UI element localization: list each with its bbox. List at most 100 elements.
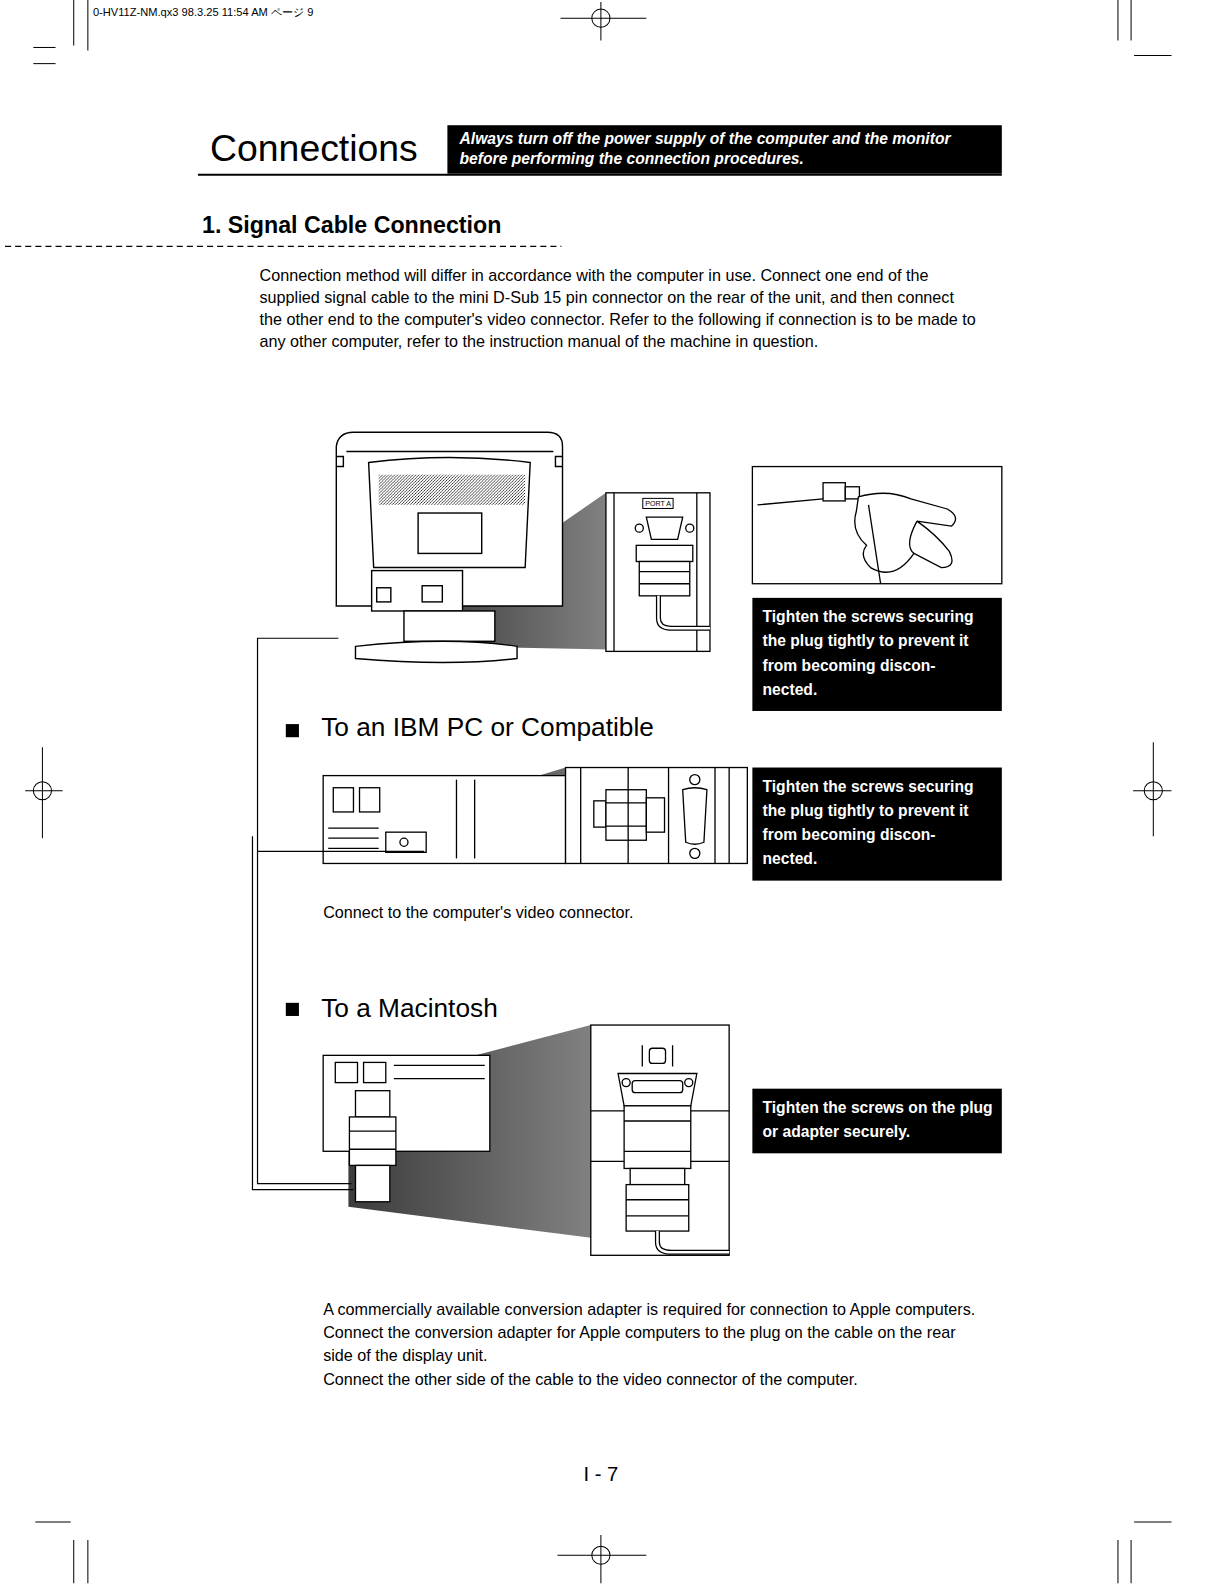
monitor-rear-part bbox=[404, 611, 495, 641]
macintosh-adapter-inset-part bbox=[626, 1185, 689, 1231]
ibm-pc-rear-part bbox=[386, 832, 426, 852]
ibm-port-inset bbox=[566, 768, 748, 864]
ibm-port-inset-part bbox=[606, 825, 646, 826]
ibm-pc-rear-part bbox=[456, 780, 457, 859]
monitor-rear-part bbox=[422, 586, 442, 602]
macintosh-rear-part bbox=[355, 1091, 389, 1117]
file-stamp: 0-HV11Z-NM.qx3 98.3.25 11:54 AM ページ 9 bbox=[93, 5, 314, 19]
macintosh-rear bbox=[323, 1055, 490, 1201]
heading-bullet-part bbox=[286, 1003, 299, 1016]
macintosh-rear-part bbox=[349, 1130, 395, 1131]
ibm-pc-rear-part bbox=[333, 788, 353, 812]
monitor-rear-part bbox=[346, 451, 553, 452]
ibm-port-inset-part bbox=[690, 775, 700, 785]
crop-marks-part bbox=[35, 1521, 70, 1522]
crop-marks-part bbox=[1134, 1521, 1171, 1522]
ibm-port-inset-part bbox=[580, 768, 581, 864]
ibm-port-inset-part bbox=[683, 788, 707, 845]
crop-marks bbox=[33, 0, 1171, 1584]
macintosh-adapter-inset-part bbox=[618, 1074, 697, 1106]
ibm-pc-rear-part bbox=[323, 776, 565, 864]
note-text: Tighten the screws on the plug or adapte… bbox=[762, 1096, 993, 1144]
macintosh-adapter-inset-part bbox=[624, 1151, 691, 1152]
hand-tightening-screw-part bbox=[910, 521, 917, 553]
monitor-rear bbox=[336, 432, 562, 662]
crop-marks-part bbox=[73, 1540, 74, 1583]
ibm-port-inset-part bbox=[646, 798, 664, 832]
macintosh-adapter-inset-part bbox=[642, 1045, 643, 1066]
hand-tightening-screw-part bbox=[869, 505, 881, 584]
monitor-port-inset-part bbox=[639, 583, 689, 584]
ibm-port-inset-part bbox=[714, 768, 715, 864]
monitor-port-inset-part bbox=[636, 545, 693, 561]
macintosh-rear-part bbox=[394, 1065, 485, 1066]
sub-heading: To an IBM PC or Compatible bbox=[321, 711, 654, 743]
crop-marks-part bbox=[1117, 1540, 1118, 1583]
note-box: Tighten the screws on the plug or adapte… bbox=[752, 1089, 1001, 1154]
macintosh-adapter-inset-part bbox=[649, 1048, 665, 1063]
macintosh-adapter-inset-part bbox=[672, 1045, 673, 1066]
ibm-pc-rear-part bbox=[360, 788, 380, 812]
hand-tightening-screw bbox=[752, 467, 1001, 584]
ibm-port-inset-part bbox=[728, 768, 729, 864]
crop-marks-part bbox=[1131, 1540, 1132, 1583]
macintosh-rear-part bbox=[364, 1062, 386, 1082]
monitor-rear-part bbox=[372, 571, 463, 611]
note-box: Tighten the screws securing the plug tig… bbox=[752, 598, 1001, 711]
monitor-port-inset-part bbox=[639, 571, 689, 572]
note-text: Tighten the screws securing the plug tig… bbox=[762, 605, 993, 702]
ibm-port-inset-part bbox=[628, 768, 629, 864]
rule-lines-part bbox=[5, 246, 561, 247]
monitor-rear-part bbox=[336, 456, 343, 466]
page-title: Connections bbox=[210, 126, 418, 170]
body-text: Connect the conversion adapter for Apple… bbox=[323, 1321, 979, 1367]
heading-bullet bbox=[286, 724, 299, 1016]
ibm-pc-rear-part bbox=[400, 838, 408, 846]
ibm-port-inset-part bbox=[594, 801, 606, 827]
body-text: A commercially available conversion adap… bbox=[323, 1298, 979, 1321]
rule-lines-part bbox=[198, 174, 1002, 176]
hand-tightening-screw-part bbox=[823, 483, 845, 501]
macintosh-rear-part bbox=[394, 1078, 485, 1079]
macintosh-rear-part bbox=[349, 1149, 395, 1150]
ibm-pc-rear-part bbox=[328, 848, 378, 849]
monitor-rear-part bbox=[379, 475, 525, 505]
ibm-pc-rear-part bbox=[328, 838, 378, 839]
macintosh-adapter-inset-part bbox=[624, 1120, 691, 1121]
crop-marks-part bbox=[87, 0, 88, 50]
macintosh-adapter-inset-part bbox=[622, 1079, 630, 1087]
monitor-rear-part bbox=[369, 457, 531, 567]
note-box: Tighten the screws securing the plug tig… bbox=[752, 768, 1001, 881]
warning-banner: Always turn off the power supply of the … bbox=[447, 125, 1001, 173]
sub-heading: To a Macintosh bbox=[321, 992, 498, 1024]
registration-marks-part bbox=[600, 1535, 601, 1583]
crop-marks-part bbox=[33, 47, 55, 48]
macintosh-adapter-inset-part bbox=[685, 1079, 693, 1087]
body-text: Connect to the computer's video connecto… bbox=[323, 902, 848, 924]
heading-bullet-part bbox=[286, 724, 299, 737]
crop-marks-part bbox=[1131, 0, 1132, 40]
monitor-rear-part bbox=[418, 513, 482, 553]
registration-marks-part bbox=[42, 747, 43, 838]
registration-marks bbox=[25, 2, 1171, 1584]
note-text: Always turn off the power supply of the … bbox=[460, 129, 990, 167]
registration-marks-part bbox=[560, 18, 646, 19]
registration-marks-part bbox=[557, 1555, 646, 1556]
macintosh-rear-part bbox=[335, 1062, 357, 1082]
ibm-port-inset-part bbox=[606, 802, 646, 803]
macintosh-adapter-inset-part bbox=[632, 1081, 682, 1093]
macintosh-rear-part bbox=[349, 1117, 395, 1165]
ibm-port-inset-part bbox=[606, 790, 646, 840]
monitor-rear-part bbox=[377, 588, 391, 602]
monitor-rear-part bbox=[555, 456, 562, 466]
crop-marks-part bbox=[1134, 55, 1171, 56]
monitor-port-inset-part bbox=[658, 596, 710, 628]
hand-tightening-screw-part bbox=[855, 493, 956, 572]
registration-marks-part bbox=[600, 2, 601, 40]
registration-marks-part bbox=[1133, 790, 1171, 791]
macintosh-adapter-inset-part bbox=[657, 1231, 729, 1252]
cable-wire bbox=[258, 851, 425, 852]
